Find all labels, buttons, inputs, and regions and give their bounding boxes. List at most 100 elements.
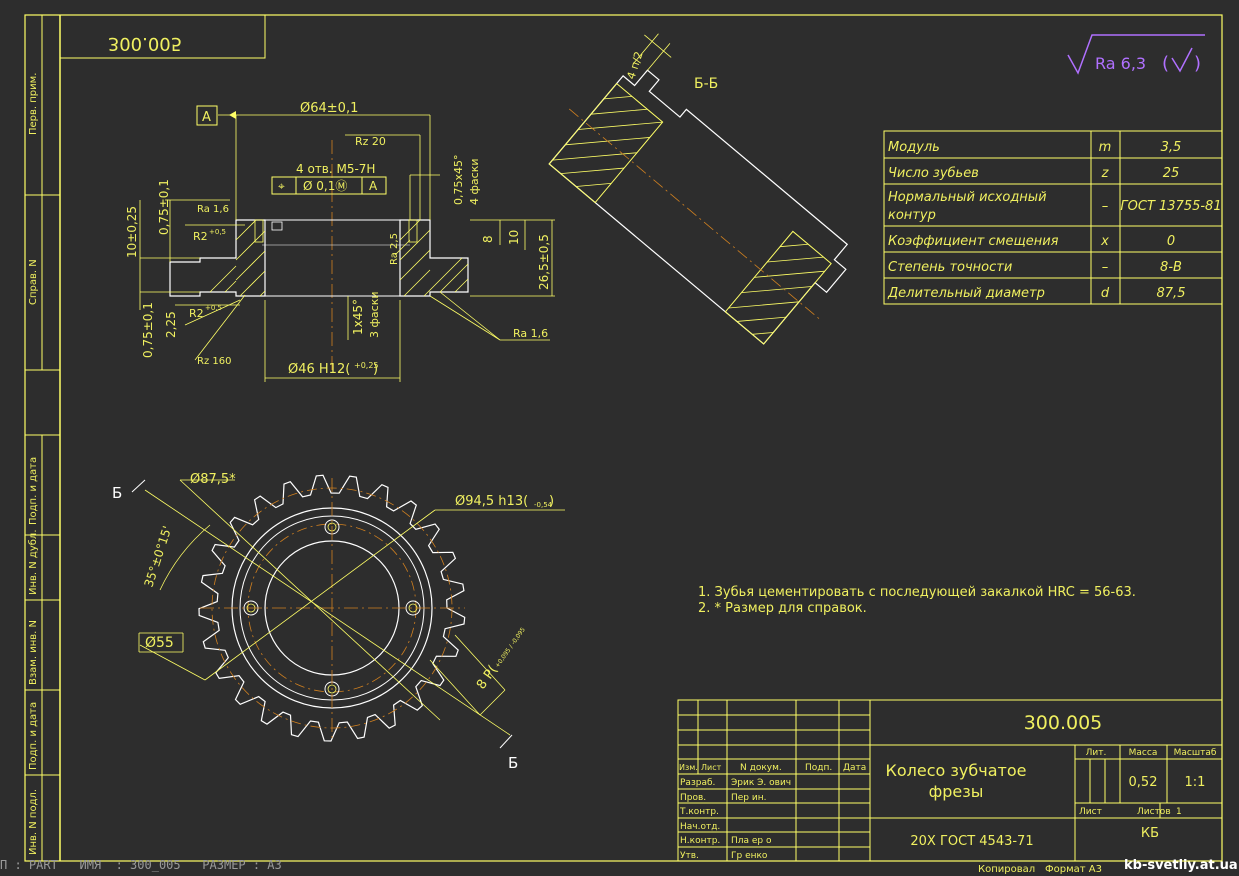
param-val-teeth: 25 [1163, 166, 1180, 181]
copied-label: Копировал [978, 864, 1035, 875]
part-name-2: фрезы [929, 782, 984, 801]
dim-10b: 10 [507, 230, 521, 245]
r2-upper-sup: +0,5 [209, 228, 226, 236]
stamp-vzam-inv: Взам. инв. N [28, 620, 39, 685]
dim-945-tol: -0,54 [534, 501, 553, 509]
designation: 300.005 [1024, 712, 1103, 734]
org: КБ [1141, 826, 1159, 841]
param-name-contour-l1: Нормальный исходный [888, 190, 1047, 205]
col-data: Дата [843, 763, 866, 773]
dim-diam46: Ø46 H12( [288, 362, 350, 377]
stamp-inv-podl: Инв. N подл. [28, 789, 39, 855]
param-name-teeth: Число зубьев [888, 166, 979, 181]
param-name-contour-l2: контур [888, 208, 936, 223]
sheet-frame [24, 14, 1223, 862]
material: 20Х ГОСТ 4543-71 [910, 834, 1033, 849]
param-sym-shift: x [1100, 234, 1109, 249]
dim-225: 2,25 [164, 311, 178, 338]
gear-teeth [198, 474, 466, 742]
row-nachotd: Нач.отд. [680, 822, 720, 832]
datum-a: A [202, 110, 211, 125]
name-prov: Пер ин. [731, 793, 766, 803]
ra16-right: Ra 1,6 [513, 327, 548, 340]
note-1: 1. Зубья цементировать с последующей зак… [698, 585, 1136, 600]
gear-view: Б Б Ø87,5* Ø94,5 h13( -0,54 ) 35°±0°15' … [112, 472, 565, 772]
dim-945-close: ) [549, 494, 554, 509]
row-prov: Пров. [680, 793, 706, 803]
holes-callout: 4 отв. М5-7Н [296, 162, 375, 176]
sheets-value: 1 [1176, 807, 1182, 817]
dim-075-bottom: 0,75±0,1 [141, 302, 155, 358]
side-stamp [25, 15, 60, 861]
gear-tooth-profile [198, 474, 466, 742]
chamfer-top-count: 4 фаски [468, 159, 481, 205]
stamp-inv-dubl: Инв. N дубл. [28, 530, 39, 596]
dim-diam46-tol: +0,25 [354, 361, 379, 370]
row-razrab: Разраб. [680, 778, 715, 788]
dim-945: Ø94,5 h13( [455, 494, 528, 509]
dim-8: 8 [481, 235, 495, 243]
title-block-text: 300.005 Колесо зубчатое фрезы 20Х ГОСТ 4… [679, 712, 1217, 875]
stamp-podp-data-2: Подп. и дата [28, 702, 39, 770]
ra16-left: Ra 1,6 [197, 204, 229, 215]
param-name-accuracy: Степень точности [888, 260, 1012, 275]
r2-lower-sup: +0,5 [205, 304, 222, 312]
dim-265: 26,5±0,5 [537, 234, 551, 290]
section-mark-top: Б [112, 484, 122, 502]
chamfer-top: 0,75x45° [452, 155, 465, 206]
format-label: Формат А3 [1045, 864, 1102, 875]
dim-diam46-close: ) [373, 362, 378, 377]
r2-lower: R2 [189, 307, 204, 320]
col-podp: Подп. [805, 763, 832, 773]
sheet-label: Лист [1079, 807, 1102, 817]
col-list: Лист [701, 763, 722, 772]
chamfer-3: 3 фаски [368, 292, 381, 338]
stamp-podp-data-1: Подп. и дата [28, 457, 39, 525]
param-name-shift: Коэффициент смещения [888, 234, 1059, 249]
roughness-general-text: Ra 6,3 [1095, 54, 1146, 73]
front-view: A ⌖ Ø 0,1Ⓜ A Ø64±0,1 Rz 20 4 отв. М5-7Н … [125, 101, 555, 382]
side-stamp-labels: Перв. прим. Справ. N Подп. и дата Инв. N… [28, 73, 39, 855]
col-ndok: N докум. [740, 763, 782, 773]
param-sym-contour: – [1102, 199, 1109, 214]
tol-value: Ø 0,1Ⓜ [303, 179, 347, 193]
scale-value: 1:1 [1185, 775, 1206, 790]
param-val-module: 3,5 [1161, 140, 1182, 155]
lit-label: Лит. [1086, 748, 1107, 758]
dim-875: Ø87,5* [190, 472, 236, 487]
title-block [677, 699, 1223, 862]
chamfer-1x45: 1x45° [351, 299, 365, 335]
mass-value: 0,52 [1129, 775, 1158, 790]
stamp-perv-prim: Перв. прим. [28, 73, 39, 135]
name-utv: Гр енко [731, 851, 768, 861]
param-sym-teeth: z [1101, 166, 1110, 181]
param-sym-accuracy: – [1102, 260, 1109, 275]
name-razrab: Эрик Э. ович [731, 778, 791, 788]
section-mark-bottom: Б [508, 754, 518, 772]
dim-8p-tol: +0,095 / -0,095 [494, 626, 527, 669]
tol-position-icon: ⌖ [278, 179, 285, 193]
param-val-shift: 0 [1167, 234, 1175, 249]
dim-075-top: 0,75±0,1 [157, 179, 171, 235]
dim-diam64: Ø64±0,1 [300, 101, 358, 116]
angle-dim: 35°±0°15' [142, 524, 175, 589]
mass-label: Масса [1129, 748, 1158, 758]
row-nkontr: Н.контр. [680, 836, 720, 846]
param-val-accuracy: 8-В [1160, 260, 1182, 275]
col-izm: Изм. [679, 763, 698, 772]
part-name-1: Колесо зубчатое [886, 761, 1027, 780]
tol-datum: A [369, 179, 378, 193]
name-nkontr: Пла ер о [731, 836, 772, 846]
sheets-label: Листов [1137, 807, 1171, 817]
ra25: Ra 2,5 [389, 233, 400, 265]
param-sym-module: m [1099, 140, 1112, 155]
section-view-bb: Б-Б 4 п/2 [548, 33, 849, 345]
row-utv: Утв. [680, 851, 699, 861]
gear-params-table: Модуль Число зубьев Нормальный исходный … [883, 130, 1223, 305]
bolt-hole-thread-3 [327, 684, 337, 694]
param-val-pitch: 87,5 [1157, 286, 1186, 301]
dim-10: 10±0,25 [125, 206, 139, 258]
row-tkontr: Т.контр. [679, 807, 719, 817]
dim-55: Ø55 [145, 635, 174, 651]
